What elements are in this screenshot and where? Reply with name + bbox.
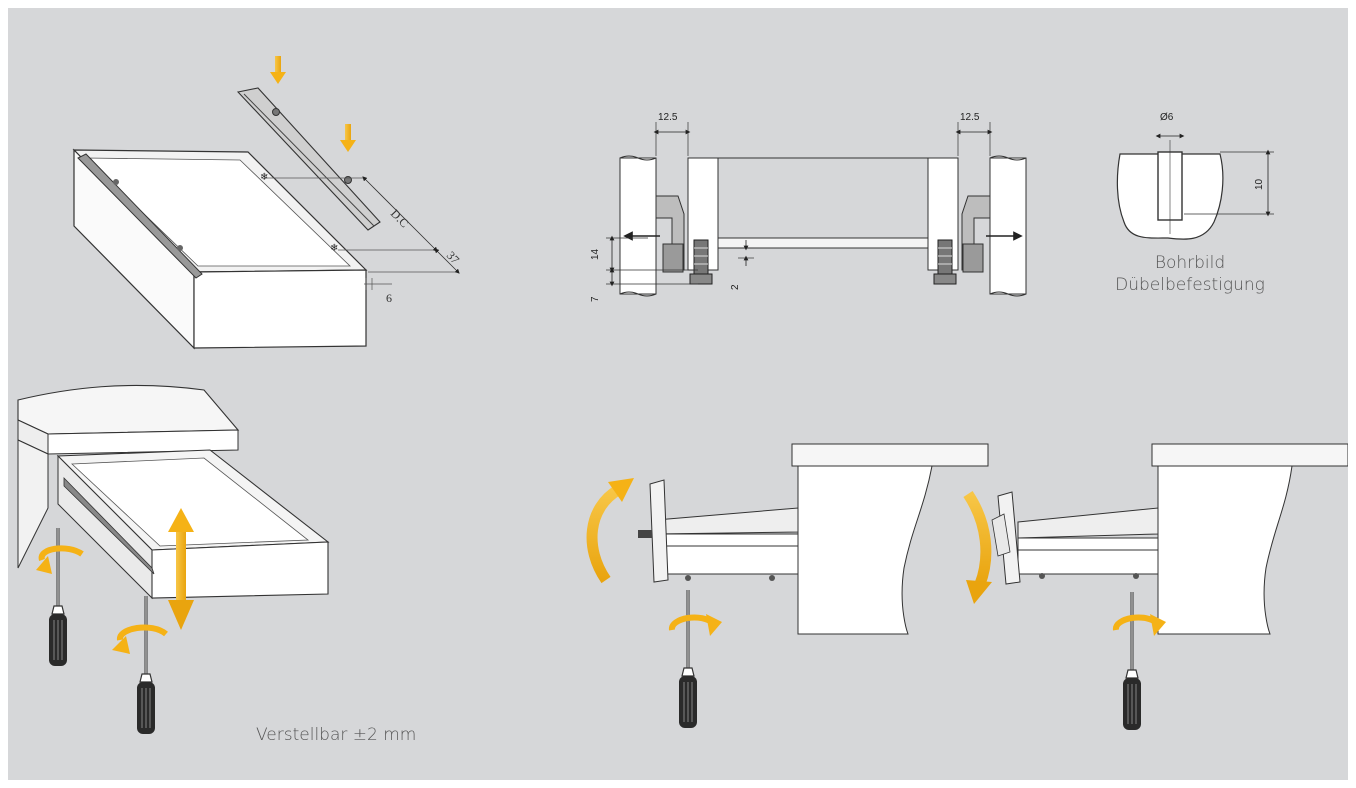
curved-arrow-icon <box>586 478 634 584</box>
drawer-slide-drawing: ❄ ❄ <box>72 56 460 350</box>
screwdriver-icon <box>677 588 699 730</box>
dim-7: 7 <box>590 296 601 302</box>
dim-37: 37 <box>444 248 462 266</box>
drilling-caption: Bohrbild Dübelbefestigung <box>1115 252 1265 296</box>
rotate-arrow-icon <box>36 545 84 574</box>
screwdriver-icon <box>1121 590 1143 732</box>
svg-text:❄: ❄ <box>260 172 268 183</box>
front-release-drawing-1 <box>586 443 989 730</box>
arrow-down-icon <box>270 56 286 84</box>
adjustment-caption: Verstellbar ±2 mm <box>256 725 417 745</box>
dim-14: 14 <box>590 248 601 260</box>
arrow-down-icon <box>340 124 356 152</box>
instruction-sheet: ❄ ❄ D.C 37 6 <box>8 8 1348 780</box>
svg-text:❄: ❄ <box>330 243 338 254</box>
front-release-drawing-2 <box>963 443 1348 732</box>
rotate-arrow-icon <box>112 624 168 654</box>
dim-gap-right: 12.5 <box>960 112 980 123</box>
instruction-drawing: ❄ ❄ D.C 37 6 <box>17 56 1348 736</box>
rotate-arrow-icon <box>669 614 722 636</box>
height-adjustment-drawing <box>17 384 330 736</box>
dim-dc: D.C <box>388 206 412 230</box>
drilling-pattern-drawing <box>1116 133 1274 240</box>
drilling-caption-line1: Bohrbild <box>1154 253 1226 273</box>
curved-arrow-icon <box>963 490 992 604</box>
screwdriver-icon <box>135 594 157 736</box>
rotate-arrow-icon <box>1113 614 1166 636</box>
dim-10: 10 <box>1254 178 1265 190</box>
dim-2: 2 <box>730 284 741 290</box>
dim-diameter: Ø6 <box>1160 112 1174 123</box>
double-arrow-icon <box>168 508 194 630</box>
drilling-caption-line2: Dübelbefestigung <box>1115 275 1265 295</box>
dim-gap-left: 12.5 <box>658 112 678 123</box>
cross-section-drawing <box>606 122 1027 297</box>
dim-6: 6 <box>386 291 392 305</box>
